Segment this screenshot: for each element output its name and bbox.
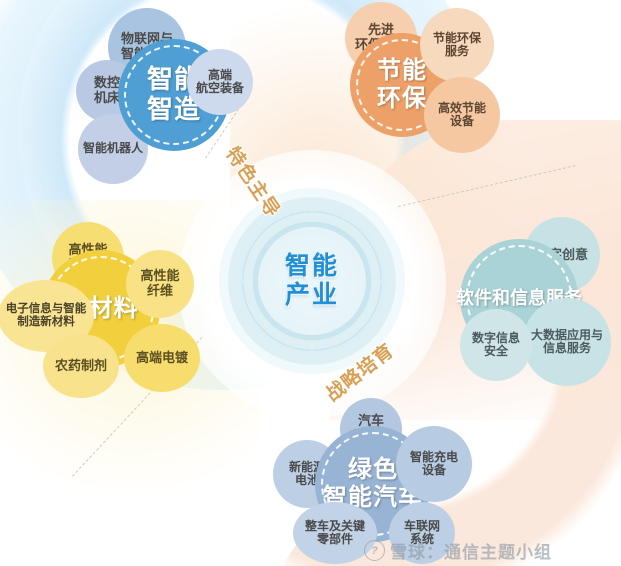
- bubble-high-perf-fiber[interactable]: 高性能 纤维: [126, 250, 194, 318]
- watermark: ? 雪球：通信主题小组: [364, 538, 552, 563]
- bubble-high-end-aviation[interactable]: 高端 航空装备: [187, 49, 253, 115]
- bubble-electronic-info-mat[interactable]: 电子信息与智能 制造新材料: [0, 280, 94, 352]
- bubble-high-perf-fiber-line2: 纤维: [146, 283, 173, 298]
- watermark-text: 雪球：通信主题小组: [390, 543, 552, 562]
- hub-title-line1: 智能: [284, 251, 339, 280]
- bubble-smart-charging[interactable]: 智能充电 设备: [396, 426, 472, 502]
- bubble-vehicle-key-parts-line1: 整车及关键: [304, 518, 365, 533]
- cluster-energy-saving-environment: 先进 环保设备 节能环保 服务 高效节能 设备 节能 环保: [320, 0, 540, 180]
- bubble-high-efficiency-equip-line1: 高效节能: [437, 100, 486, 115]
- bubble-eco-service-line1: 节能环保: [432, 30, 481, 45]
- bubble-smart-charging-line2: 设备: [421, 463, 446, 477]
- bubble-high-end-aviation-line1: 高端: [207, 67, 232, 82]
- hub-core: 智能 产业: [258, 227, 366, 335]
- hub-title-line2: 产业: [284, 281, 339, 309]
- bubble-smart-charging-line1: 智能充电: [409, 449, 458, 464]
- hub-title: 智能 产业: [285, 252, 339, 311]
- snowball-logo-icon: ?: [364, 540, 385, 561]
- bubble-intelligent-robots-line1: 智能机器人: [82, 141, 143, 156]
- center-hub[interactable]: 智能 产业: [228, 197, 396, 365]
- bubble-digital-info-security[interactable]: 数字信息 安全: [460, 309, 532, 381]
- cluster-software-information-services: 数字创意 大数据应用与 信息服务 数字信息 安全 软件和信息服务: [440, 215, 621, 386]
- bubble-digital-info-security-line1: 数字信息: [471, 330, 520, 345]
- bubble-bigdata-info-service[interactable]: 大数据应用与 信息服务: [523, 298, 611, 386]
- bubble-high-end-aviation-line2: 航空装备: [195, 81, 244, 95]
- bubble-pesticide-formulation-line1: 农药制剂: [54, 357, 107, 373]
- bubble-cnc-machine-tools-line1: 数控: [93, 75, 120, 91]
- bubble-high-efficiency-equip[interactable]: 高效节能 设备: [424, 77, 500, 153]
- main-circle-energy-saving-environment-line1: 节能: [377, 57, 427, 85]
- bubble-high-end-plating[interactable]: 高端电镀: [124, 324, 200, 392]
- bubble-telematics[interactable]: 车联网 系统: [389, 502, 455, 564]
- bubble-electronic-info-mat-line1: 电子信息与智能: [5, 303, 87, 316]
- main-circle-energy-saving-environment-line2: 环保: [377, 85, 427, 112]
- bubble-digital-info-security-line2: 安全: [483, 344, 508, 358]
- bubble-eco-service-line2: 服务: [444, 44, 469, 58]
- cycle-arrows-icon: [242, 211, 382, 351]
- bubble-bigdata-info-service-line1: 大数据应用与: [530, 327, 603, 342]
- bubble-high-perf-fiber-line1: 高性能: [140, 268, 180, 284]
- bubble-electronic-info-mat-line2: 制造新材料: [17, 316, 75, 328]
- bubble-telematics-line2: 系统: [409, 532, 434, 546]
- cluster-new-materials: 高性能 膜材料 高性能 纤维 电子信息与智能 制造新材料 农药制剂 高端电镀: [0, 222, 210, 402]
- bubble-vehicle-key-parts-line2: 零部件: [316, 532, 353, 546]
- bubble-advanced-eco-equipment-line1: 先进: [367, 22, 394, 38]
- cluster-green-smart-vehicles: 汽车 内饰 智能充电 设备 新能源 电池 整车及关键 零部件 车联网: [265, 398, 495, 566]
- bubble-vehicle-key-parts[interactable]: 整车及关键 零部件: [293, 502, 377, 564]
- bubble-telematics-line1: 车联网: [403, 518, 440, 533]
- bubble-eco-service[interactable]: 节能环保 服务: [420, 8, 494, 82]
- bubble-new-energy-battery-line2: 电池: [294, 473, 319, 487]
- cluster-intelligent-manufacturing: 物联网与 智能硬件 数控 机床 高端 航空装备 智能机器人 智能 智造: [0, 0, 300, 200]
- bubble-pesticide-formulation[interactable]: 农药制剂: [43, 334, 119, 398]
- bubble-bigdata-info-service-line2: 信息服务: [542, 341, 591, 355]
- bubble-cnc-machine-tools-line2: 机床: [93, 90, 120, 105]
- bubble-high-end-plating-line1: 高端电镀: [135, 349, 188, 365]
- bubble-high-efficiency-equip-line2: 设备: [449, 114, 474, 128]
- bubble-auto-interior-line1: 汽车: [357, 413, 384, 429]
